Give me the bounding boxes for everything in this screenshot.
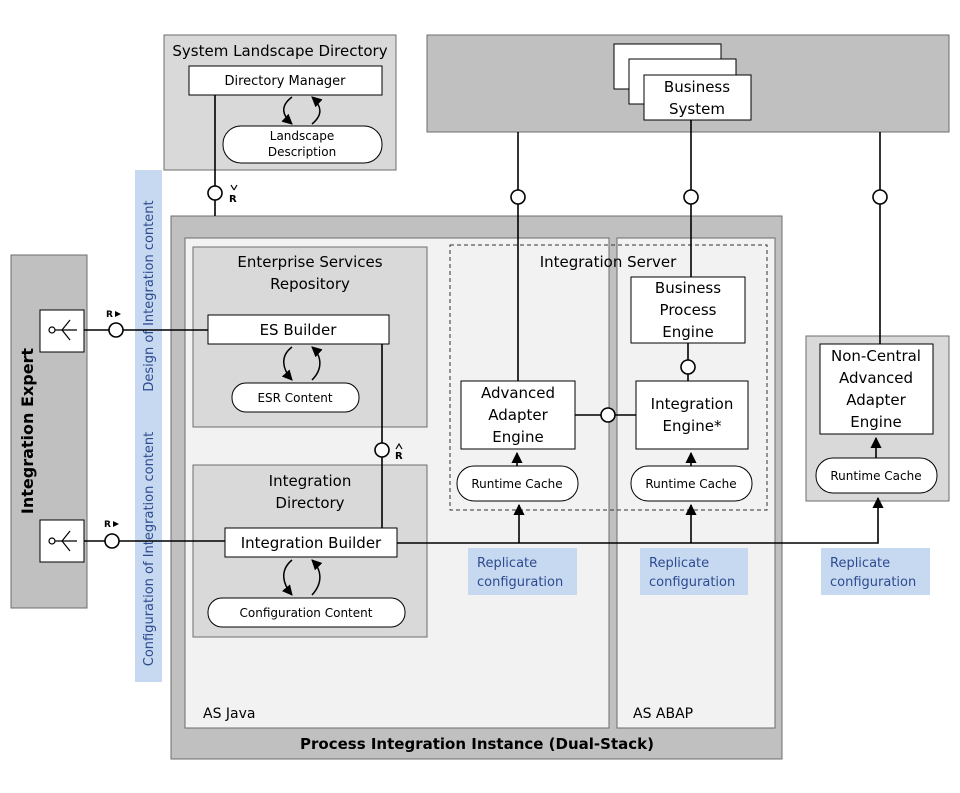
replicate-label-3: Replicate configuration bbox=[821, 548, 930, 595]
business-system-line2: System bbox=[669, 100, 725, 118]
esr-title-line1: Enterprise Services bbox=[237, 253, 382, 271]
nc-line4: Engine bbox=[850, 413, 901, 431]
svg-text:Replicate: Replicate bbox=[477, 556, 537, 571]
aae-line3: Engine bbox=[492, 428, 543, 446]
directory-manager-box[interactable] bbox=[188, 65, 383, 96]
actor-icon-design bbox=[48, 319, 77, 341]
integration-server-title: Integration Server bbox=[540, 253, 677, 271]
svg-text:Replicate: Replicate bbox=[830, 556, 890, 571]
runtime-cache-ie-label: Runtime Cache bbox=[645, 477, 736, 491]
bpe-line3: Engine bbox=[662, 323, 713, 341]
svg-text:Replicate: Replicate bbox=[649, 556, 709, 571]
configuration-content-box[interactable] bbox=[207, 597, 406, 628]
runtime-cache-nc-label: Runtime Cache bbox=[830, 469, 921, 483]
replicate-label-1: Replicate configuration bbox=[468, 548, 577, 595]
advanced-adapter-engine-box[interactable] bbox=[460, 380, 576, 450]
landscape-description-line1: Landscape bbox=[270, 129, 334, 143]
slds-title: System Landscape Directory bbox=[172, 42, 387, 60]
configuration-band: Configuration of Integration content bbox=[135, 416, 162, 682]
es-builder-box[interactable] bbox=[207, 314, 390, 345]
es-builder-label: ES Builder bbox=[260, 321, 338, 339]
design-interface-circle bbox=[108, 322, 124, 338]
integration-expert-label: Integration Expert bbox=[18, 348, 37, 515]
svg-text:configuration: configuration bbox=[830, 575, 916, 590]
aae-business-interface-circle bbox=[510, 189, 526, 205]
nc-line1: Non-Central bbox=[831, 347, 921, 365]
connector-lines bbox=[84, 95, 884, 544]
config-interface-circle bbox=[104, 533, 120, 549]
sld-interface-circle bbox=[207, 185, 223, 201]
integration-directory-container: Integration Directory Integration Builde… bbox=[192, 464, 428, 638]
svg-text:R: R bbox=[104, 520, 111, 530]
r-marker-builder: R bbox=[395, 442, 403, 462]
integration-engine-box[interactable] bbox=[635, 380, 749, 450]
esr-container: Enterprise Services Repository ES Builde… bbox=[192, 246, 428, 428]
non-central-aae-container: Non-Central Advanced Adapter Engine Runt… bbox=[805, 335, 950, 502]
business-system-container: Business System bbox=[426, 34, 950, 133]
non-central-aae-box[interactable] bbox=[819, 343, 934, 435]
aae-line2: Adapter bbox=[488, 406, 548, 424]
configuration-band-label: Configuration of Integration content bbox=[142, 432, 157, 667]
integration-directory-title-line2: Directory bbox=[275, 494, 344, 512]
landscape-description-line2: Description bbox=[268, 145, 336, 159]
nc-line2: Advanced bbox=[839, 369, 913, 387]
pi-instance-title: Process Integration Instance (Dual-Stack… bbox=[300, 735, 654, 753]
bpe-line1: Business bbox=[655, 279, 721, 297]
esr-title-line2: Repository bbox=[270, 275, 350, 293]
business-system-box[interactable] bbox=[643, 74, 752, 121]
svg-text:configuration: configuration bbox=[477, 575, 563, 590]
as-abap-label: AS ABAP bbox=[633, 706, 693, 722]
r-marker-sld: R bbox=[229, 184, 238, 205]
business-process-engine-box[interactable] bbox=[630, 276, 746, 344]
svg-text:R: R bbox=[229, 194, 237, 205]
replicate-label-2: Replicate configuration bbox=[640, 548, 748, 595]
bpe-business-interface-circle bbox=[683, 189, 699, 205]
integration-builder-label: Integration Builder bbox=[241, 534, 382, 552]
actor-box-design[interactable] bbox=[39, 309, 85, 353]
integration-server-container: Integration Server Business Process Engi… bbox=[449, 244, 768, 511]
ie-line2: Engine* bbox=[663, 417, 722, 435]
esr-content-box[interactable] bbox=[231, 382, 360, 413]
configuration-content-label: Configuration Content bbox=[240, 606, 373, 620]
r-marker-design: R bbox=[106, 310, 121, 320]
integration-builder-box[interactable] bbox=[224, 527, 398, 558]
esr-content-label: ESR Content bbox=[257, 391, 332, 405]
integration-directory-title-line1: Integration bbox=[269, 472, 352, 490]
nc-line3: Adapter bbox=[846, 391, 906, 409]
svg-text:R: R bbox=[395, 451, 403, 462]
svg-text:R: R bbox=[106, 310, 113, 320]
landscape-description-box[interactable] bbox=[222, 125, 383, 164]
aae-ie-interface-circle bbox=[600, 407, 616, 423]
bpe-line2: Process bbox=[660, 301, 717, 319]
integration-expert-panel: Integration Expert bbox=[10, 254, 88, 609]
directory-manager-label: Directory Manager bbox=[224, 74, 346, 89]
r-marker-config: R bbox=[104, 520, 119, 530]
interface-circles bbox=[104, 185, 888, 549]
slds-container: System Landscape Directory Directory Man… bbox=[163, 34, 397, 171]
svg-text:configuration: configuration bbox=[649, 575, 735, 590]
runtime-cache-aae-label: Runtime Cache bbox=[471, 477, 562, 491]
business-system-line1: Business bbox=[664, 78, 730, 96]
aae-line1: Advanced bbox=[481, 384, 555, 402]
actor-icon-configuration bbox=[48, 530, 77, 552]
nc-business-interface-circle bbox=[872, 189, 888, 205]
builder-interface-circle bbox=[374, 442, 390, 458]
ie-line1: Integration bbox=[651, 395, 734, 413]
bpe-ie-interface-circle bbox=[680, 359, 696, 375]
as-java-label: AS Java bbox=[203, 706, 256, 722]
design-band: Design of Integration content bbox=[135, 170, 162, 422]
design-band-label: Design of Integration content bbox=[142, 200, 157, 391]
